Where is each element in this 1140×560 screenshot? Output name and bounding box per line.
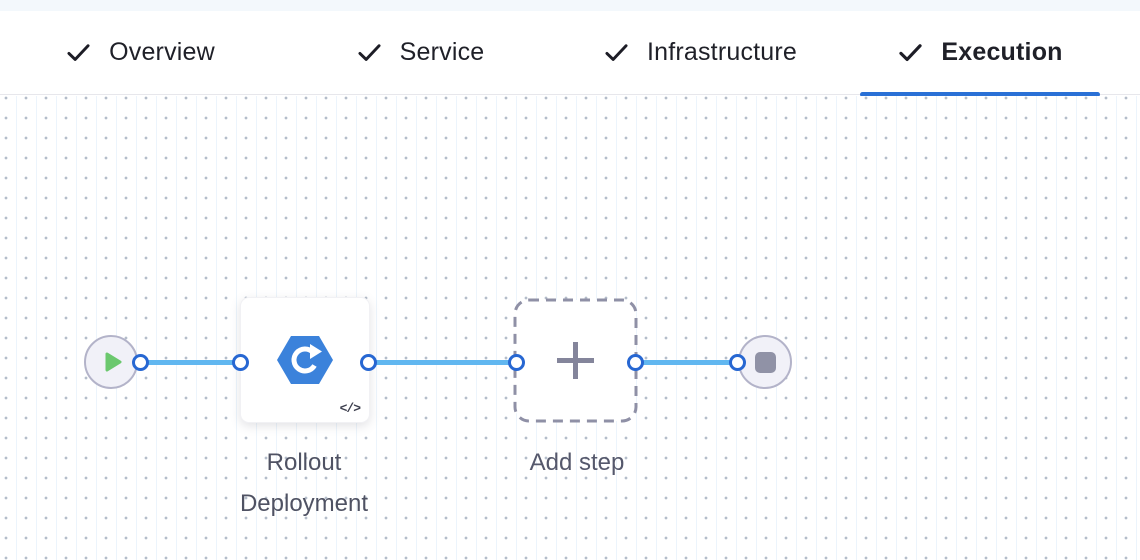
play-icon: [105, 352, 122, 372]
step-node-out-port[interactable]: [359, 353, 377, 371]
tab-infrastructure[interactable]: Infrastructure: [580, 11, 820, 95]
step-node-in-port[interactable]: [231, 353, 249, 371]
add-step-button[interactable]: [513, 298, 638, 423]
check-icon: [899, 44, 922, 62]
end-node-in-port[interactable]: [728, 353, 746, 371]
tab-service-label: Service: [399, 38, 485, 66]
rollout-deployment-hexagon-icon: [277, 336, 333, 384]
tab-overview-label: Overview: [109, 38, 215, 66]
add-step-out-port[interactable]: [626, 353, 644, 371]
tab-overview[interactable]: Overview: [20, 11, 260, 95]
tab-infrastructure-label: Infrastructure: [646, 38, 798, 66]
end-node: [738, 335, 792, 389]
stop-icon: [754, 351, 776, 373]
step-node-rollout-deployment[interactable]: </>: [240, 297, 370, 423]
start-node: [84, 335, 138, 389]
plus-icon: [557, 342, 594, 379]
add-step-in-port[interactable]: [507, 353, 525, 371]
check-icon: [605, 44, 628, 61]
add-step-label: Add step: [529, 449, 625, 476]
check-icon: [67, 44, 90, 61]
edge-step-to-addstep: [368, 359, 516, 365]
tab-execution-label: Execution: [941, 38, 1063, 66]
start-node-out-port[interactable]: [131, 353, 149, 371]
check-icon: [358, 44, 381, 61]
code-view-icon[interactable]: </>: [339, 401, 361, 416]
edge-addstep-to-end: [635, 359, 737, 365]
tab-execution[interactable]: Execution: [860, 11, 1100, 97]
execution-graph-canvas[interactable]: </> Rollout Deployment Add step: [0, 96, 1140, 560]
step-node-label: Rollout Deployment: [239, 449, 369, 517]
stage-graph-strip: [0, 0, 1140, 11]
pipeline-stage-tabbar: Overview Service Infrastructure Executio…: [0, 11, 1140, 97]
tab-service[interactable]: Service: [300, 11, 540, 95]
edge-start-to-step: [140, 359, 240, 365]
